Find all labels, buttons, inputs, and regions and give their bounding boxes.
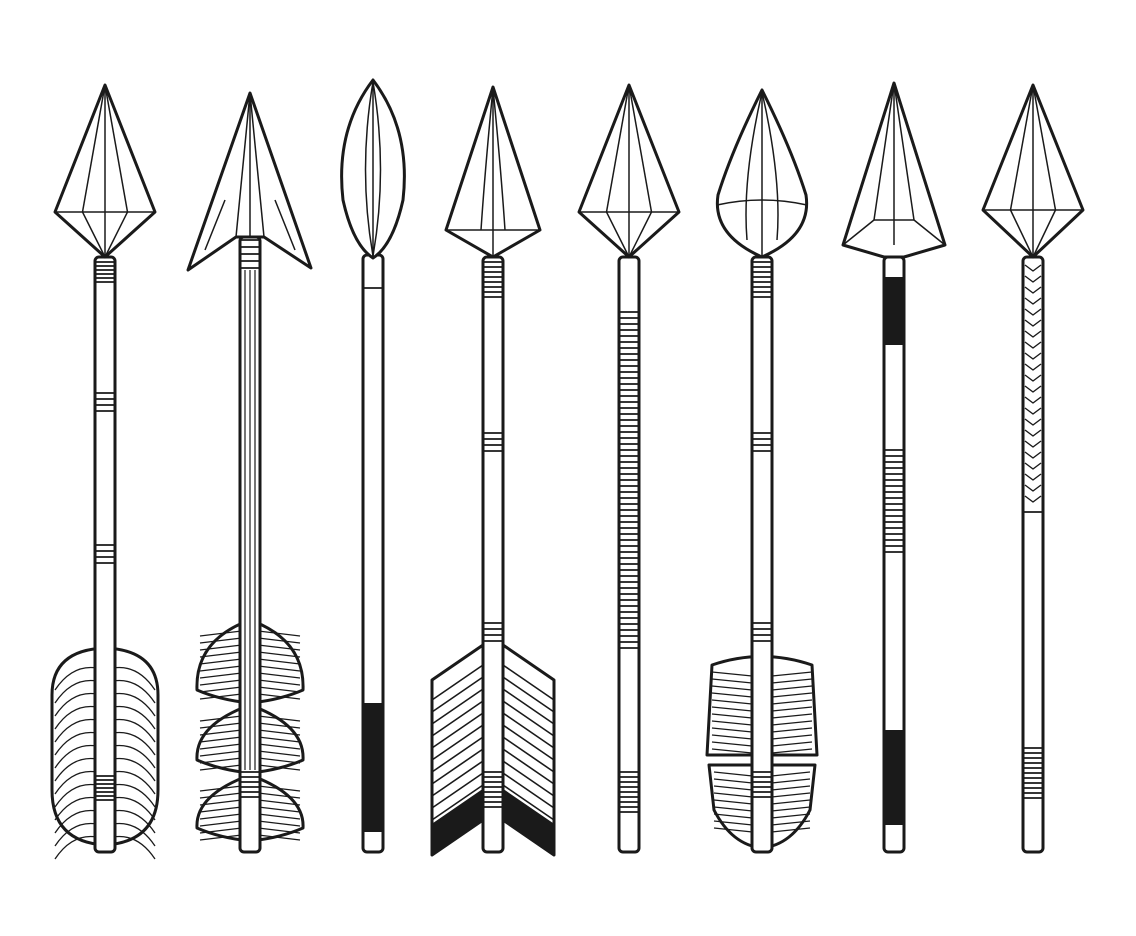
facet-line <box>605 211 630 258</box>
arrow-shaft <box>750 255 774 854</box>
fletching-chevron <box>502 712 555 749</box>
chevron-mark <box>1024 319 1042 327</box>
facet-line <box>480 87 494 231</box>
facet-line <box>204 199 226 251</box>
black-band <box>884 730 904 825</box>
chevron-mark <box>1024 473 1042 481</box>
black-band <box>884 277 904 345</box>
facet-line <box>761 91 779 241</box>
fletching-chevron <box>502 748 555 785</box>
facet-line <box>716 199 808 206</box>
black-band <box>363 703 383 832</box>
facet-line <box>235 92 251 238</box>
facet-line <box>842 219 875 246</box>
chevron-mark <box>1024 363 1042 371</box>
fletching-chevron <box>431 688 484 725</box>
fletching-chevron <box>502 772 555 809</box>
fletching-chevron <box>431 772 484 809</box>
fletching-chevron <box>431 748 484 785</box>
chevron-mark <box>1024 451 1042 459</box>
facet-line <box>364 81 374 257</box>
facet-line <box>372 81 382 257</box>
fletching-chevron <box>502 784 555 821</box>
facet-line <box>745 91 763 241</box>
arrow-7 <box>841 81 947 854</box>
chevron-mark <box>1024 308 1042 316</box>
chevron-mark <box>1024 407 1042 415</box>
fletching-chevron <box>431 724 484 761</box>
facet-line <box>873 82 895 221</box>
fletching-chevron <box>431 760 484 797</box>
facet-line <box>628 84 653 213</box>
fletching-chevron <box>502 700 555 737</box>
fletching-chevron <box>431 664 484 701</box>
fletching-chevron <box>431 700 484 737</box>
facet-line <box>1009 209 1034 258</box>
fletching-chevron <box>502 676 555 713</box>
facet-line <box>104 84 129 213</box>
fletching-chevron <box>431 784 484 821</box>
chevron-mark <box>1024 286 1042 294</box>
chevron-mark <box>1024 374 1042 382</box>
fletching-chevron <box>431 736 484 773</box>
fletching-chevron <box>502 688 555 725</box>
arrow-6 <box>705 88 819 854</box>
facet-line <box>913 219 946 246</box>
chevron-mark <box>1024 352 1042 360</box>
facet-line <box>628 211 653 258</box>
chevron-mark <box>1024 297 1042 305</box>
facet-line <box>605 84 630 213</box>
arrow-3 <box>340 78 406 854</box>
chevron-mark <box>1024 385 1042 393</box>
chevron-mark <box>1024 462 1042 470</box>
arrow-2 <box>186 91 313 854</box>
chevron-mark <box>1024 275 1042 283</box>
chevron-mark <box>1024 341 1042 349</box>
facet-line <box>81 211 106 258</box>
facet-line <box>1032 209 1057 258</box>
arrow-5 <box>577 83 681 854</box>
chevron-mark <box>1024 440 1042 448</box>
fletching-chevron <box>502 664 555 701</box>
chevron-mark <box>1024 484 1042 492</box>
chevron-mark <box>1024 264 1042 272</box>
chevron-mark <box>1024 495 1042 503</box>
facet-line <box>893 82 915 221</box>
fletching-chevron <box>502 724 555 761</box>
fletching-chevron <box>502 760 555 797</box>
fletching-chevron <box>502 736 555 773</box>
chevron-mark <box>1024 330 1042 338</box>
arrow-shaft <box>481 255 505 854</box>
arrow-shaft <box>617 255 641 854</box>
facet-line <box>492 87 506 231</box>
fletching-chevron <box>431 712 484 749</box>
chevron-mark <box>1024 429 1042 437</box>
chevron-mark <box>1024 418 1042 426</box>
facet-line <box>1009 84 1034 211</box>
fletching-chevron <box>431 676 484 713</box>
arrow-1 <box>50 83 160 860</box>
facet-line <box>274 199 296 251</box>
arrow-4 <box>430 85 556 857</box>
chevron-mark <box>1024 396 1042 404</box>
arrow-8 <box>981 83 1085 854</box>
arrow-shaft <box>93 255 117 854</box>
facet-line <box>1032 84 1057 211</box>
facet-line <box>81 84 106 213</box>
facet-line <box>104 211 129 258</box>
facet-line <box>249 92 265 238</box>
